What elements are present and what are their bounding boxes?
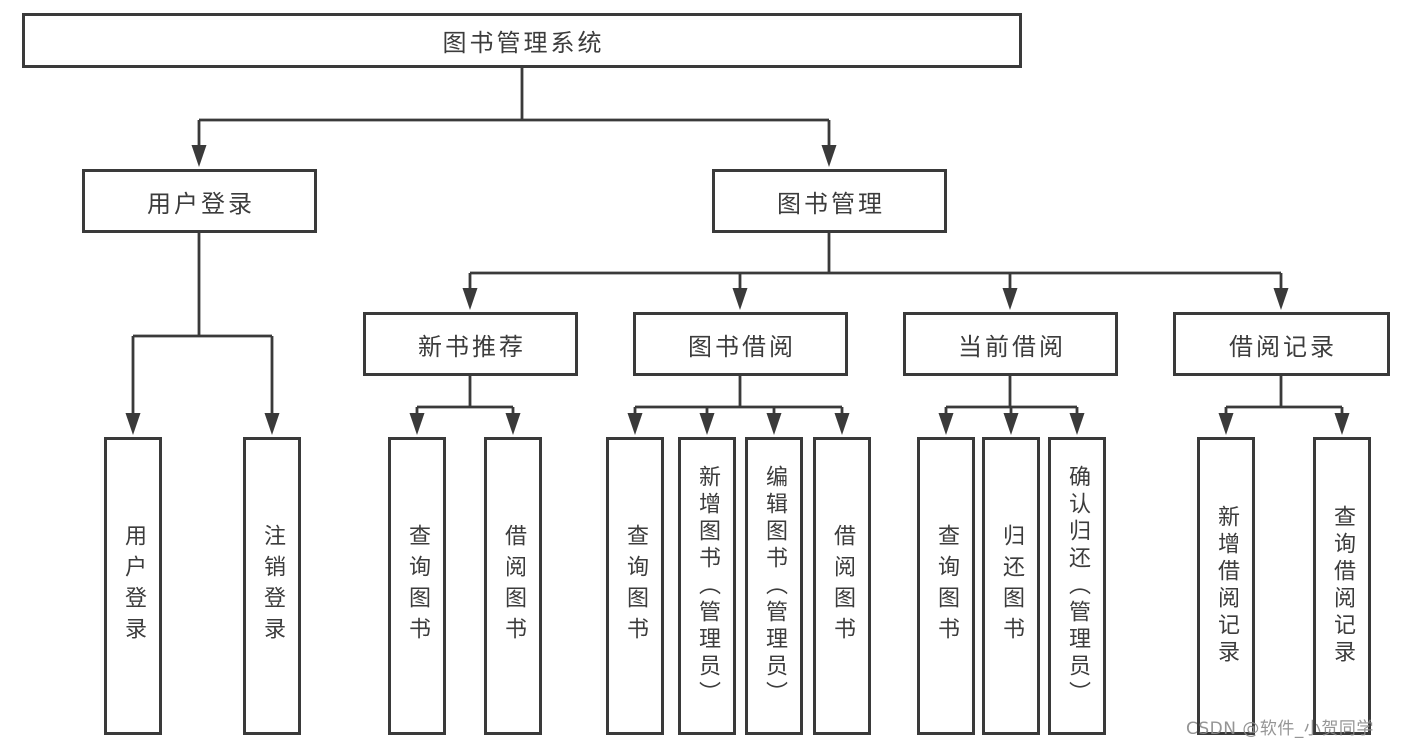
node-current-borrowing: 当前借阅 (903, 312, 1118, 376)
edge-borrowing-to-leaves (633, 376, 844, 417)
arrowheads (125, 145, 1350, 435)
edge-current-to-leaves (944, 376, 1079, 417)
node-borrowing-records: 借阅记录 (1173, 312, 1390, 376)
edge-recommend-to-leaves (415, 376, 515, 417)
node-label: 借阅记录 (1229, 332, 1337, 361)
leaf-borrowing-query-books: 查询图书 (606, 437, 664, 735)
node-label: 借阅图书 (501, 524, 526, 648)
edge-root-to-level2 (197, 68, 831, 148)
leaf-current-return-books: 归还图书 (982, 437, 1040, 735)
node-label: 编辑图书（管理员） (762, 464, 787, 708)
node-label: 归还图书 (999, 524, 1024, 648)
node-label: 查询图书 (623, 524, 648, 648)
edge-records-to-leaves (1224, 376, 1344, 417)
leaf-logout-login: 注销登录 (243, 437, 301, 735)
node-label: 用户登录 (147, 189, 255, 218)
leaf-current-confirm-return-admin: 确认归还（管理员） (1048, 437, 1106, 735)
leaf-user-login: 用户登录 (104, 437, 162, 735)
node-label: 新增借阅记录 (1214, 505, 1239, 667)
leaf-borrowing-borrow-books: 借阅图书 (813, 437, 871, 735)
edge-userlogin-to-leaves (131, 233, 274, 416)
node-label: 图书借阅 (688, 332, 796, 361)
node-user-login: 用户登录 (82, 169, 317, 233)
node-label: 用户登录 (121, 524, 146, 648)
node-new-book-recommend: 新书推荐 (363, 312, 578, 376)
leaf-records-query-record: 查询借阅记录 (1313, 437, 1371, 735)
node-label: 借阅图书 (830, 524, 855, 648)
csdn-watermark: CSDN @软件_小贺同学 (1186, 719, 1374, 739)
node-label: 图书管理系统 (442, 29, 605, 57)
node-label: 新增图书（管理员） (695, 464, 720, 708)
leaf-recommend-query-books: 查询图书 (388, 437, 446, 735)
node-label: 图书管理 (777, 189, 885, 218)
leaf-borrowing-add-books-admin: 新增图书（管理员） (678, 437, 736, 735)
leaf-current-query-books: 查询图书 (917, 437, 975, 735)
node-label: 查询图书 (405, 524, 430, 648)
node-label: 当前借阅 (958, 332, 1066, 361)
edge-bookmgmt-to-level3 (468, 233, 1283, 291)
node-label: 查询借阅记录 (1330, 505, 1355, 667)
leaf-recommend-borrow-books: 借阅图书 (484, 437, 542, 735)
node-book-borrowing: 图书借阅 (633, 312, 848, 376)
node-label: 确认归还（管理员） (1065, 464, 1090, 708)
node-label: 新书推荐 (418, 332, 526, 361)
node-label: 查询图书 (934, 524, 959, 648)
node-book-management: 图书管理 (712, 169, 947, 233)
node-library-management-system: 图书管理系统 (22, 13, 1022, 68)
leaf-borrowing-edit-books-admin: 编辑图书（管理员） (745, 437, 803, 735)
node-label: 注销登录 (260, 524, 285, 648)
leaf-records-add-record: 新增借阅记录 (1197, 437, 1255, 735)
